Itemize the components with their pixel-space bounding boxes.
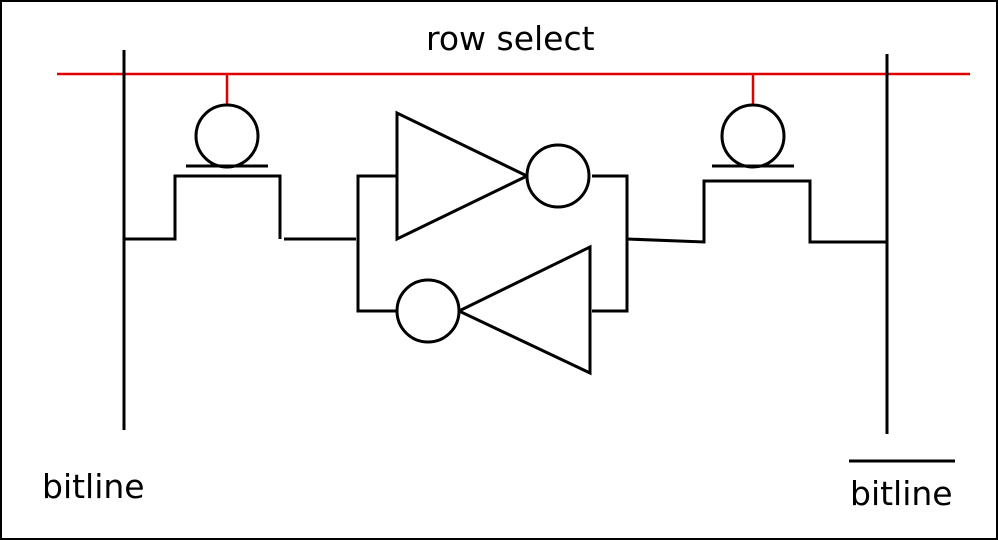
right-access-transistor xyxy=(626,103,887,244)
bitline-label: bitline xyxy=(42,467,145,506)
row-select-label: row select xyxy=(426,19,595,58)
inverter-loop-wires xyxy=(356,174,629,313)
bottom-inverter xyxy=(395,244,592,376)
left-access-transistor xyxy=(124,103,356,241)
row-select-line xyxy=(57,72,970,106)
top-inverter xyxy=(395,110,591,242)
bitline-bar-label: bitline xyxy=(850,474,953,513)
